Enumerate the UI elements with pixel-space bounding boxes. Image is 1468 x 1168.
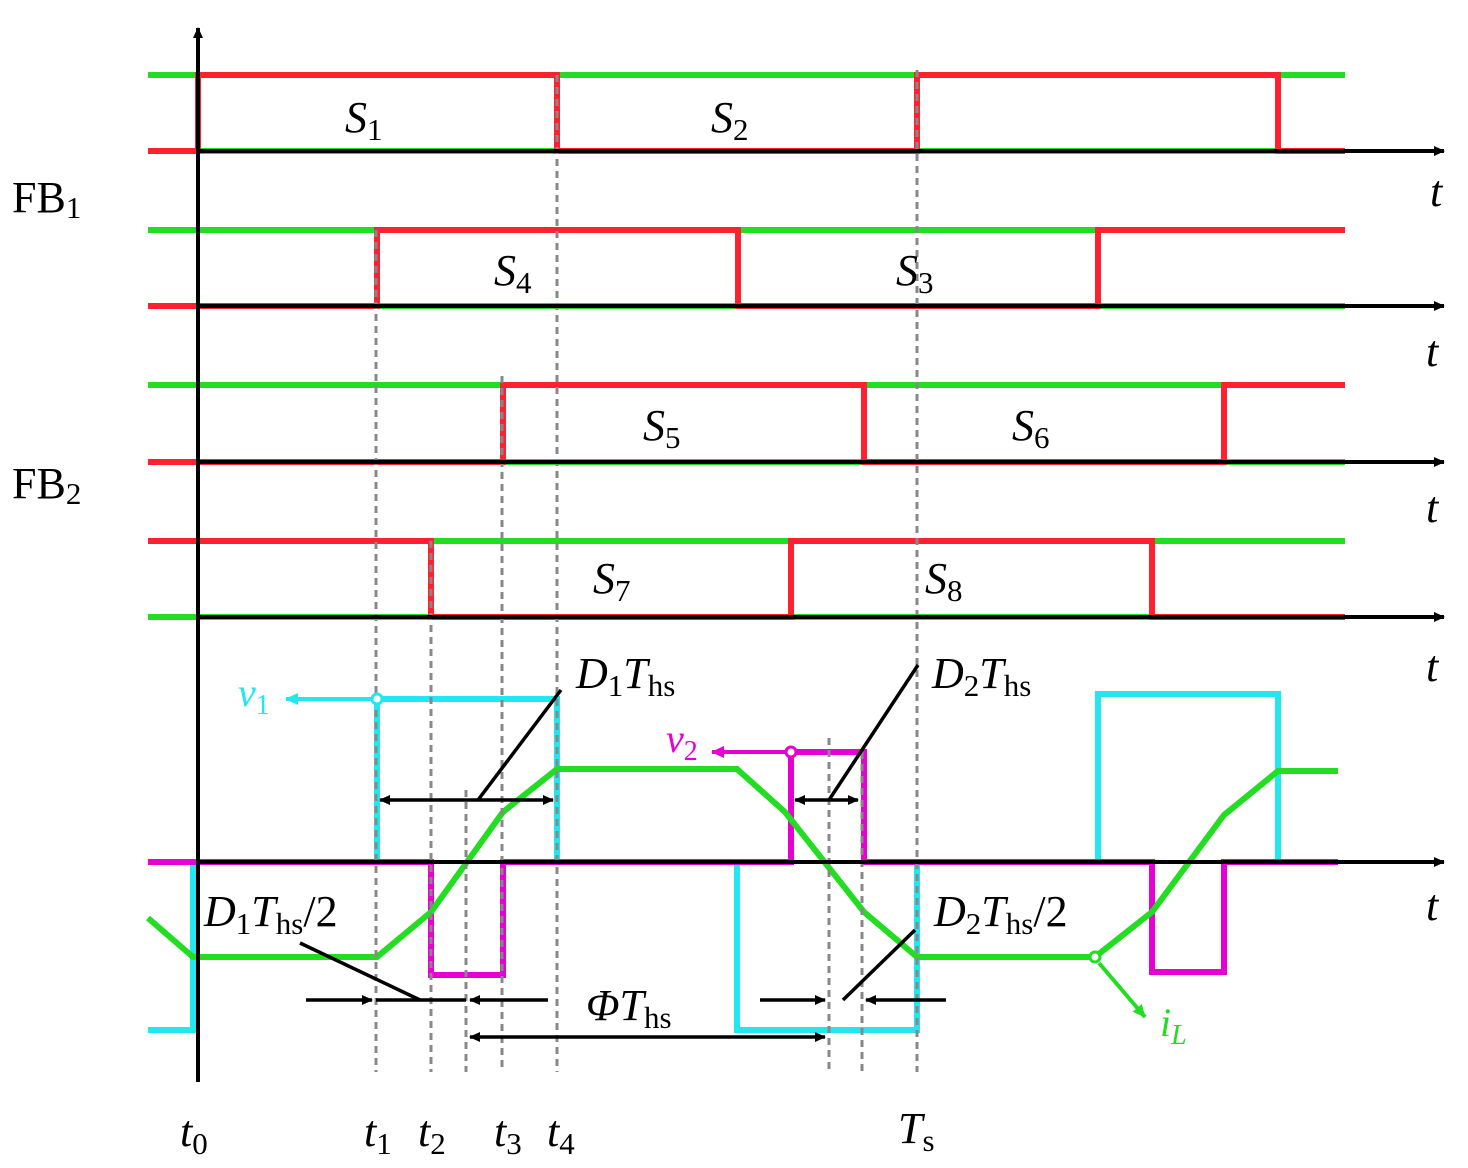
label-d1ths: D1Ths (575, 649, 675, 703)
switch-label-s4: S4 (494, 246, 532, 300)
gate-s8-signal (148, 538, 1345, 620)
fb2-label: FB2 (12, 459, 81, 511)
switch-label-s7: S7 (593, 554, 631, 608)
label-phi-ths: ΦThs (586, 981, 672, 1035)
time-mark-t0: t0 (180, 1107, 208, 1161)
timing-markers (374, 70, 919, 1072)
fb1-label: FB1 (12, 173, 81, 225)
d1ths-half-leader (299, 941, 421, 1002)
switch-label-s1: S1 (345, 93, 383, 147)
dimension-annotations (299, 664, 946, 1042)
il-pointer-dot (1088, 950, 1102, 964)
label-d1ths-half: D1Ths/2 (203, 887, 338, 941)
gate-s5-signal (148, 382, 1345, 465)
label-v2: v2 (666, 716, 698, 767)
label-d2ths-half: D2Ths/2 (933, 887, 1068, 941)
axis-unit-t-5: t (1426, 881, 1440, 930)
gate-s4-s3-row (148, 227, 1345, 309)
il-waveform (146, 766, 1338, 960)
d2ths-leader (827, 664, 920, 801)
label-il: iL (1160, 1000, 1187, 1051)
gate-s5-s6-row (148, 382, 1345, 465)
axis-unit-t-2: t (1426, 327, 1440, 376)
time-mark-t2: t2 (418, 1107, 446, 1161)
v2-pointer-dot (784, 745, 798, 759)
label-d2ths: D2Ths (931, 649, 1031, 703)
switch-label-s3: S3 (896, 246, 934, 300)
gate-s4-signal (148, 227, 1345, 309)
axis-unit-t-3: t (1426, 483, 1440, 532)
gate-s7-signal (148, 538, 1345, 620)
time-mark-t1: t1 (364, 1107, 392, 1161)
gate-s3-signal (148, 227, 1345, 309)
time-mark-ts: Ts (898, 1104, 935, 1158)
axes (193, 27, 1445, 1082)
d2ths-half-leader (841, 928, 917, 1002)
gate-s6-signal (148, 382, 1345, 465)
axis-unit-t-4: t (1426, 642, 1440, 691)
switch-label-s8: S8 (925, 554, 963, 608)
gate-s7-s8-row (148, 538, 1345, 620)
v1-pointer-dot (370, 692, 384, 706)
axis-unit-t-1: t (1430, 167, 1444, 216)
switch-label-s5: S5 (643, 401, 681, 455)
il-pointer (1097, 961, 1147, 1019)
switch-label-s6: S6 (1012, 401, 1050, 455)
switch-label-s2: S2 (711, 93, 749, 147)
d1ths-leader (476, 688, 563, 802)
label-v1: v1 (238, 670, 270, 721)
time-mark-t4: t4 (547, 1107, 575, 1161)
time-mark-t3: t3 (494, 1107, 522, 1161)
